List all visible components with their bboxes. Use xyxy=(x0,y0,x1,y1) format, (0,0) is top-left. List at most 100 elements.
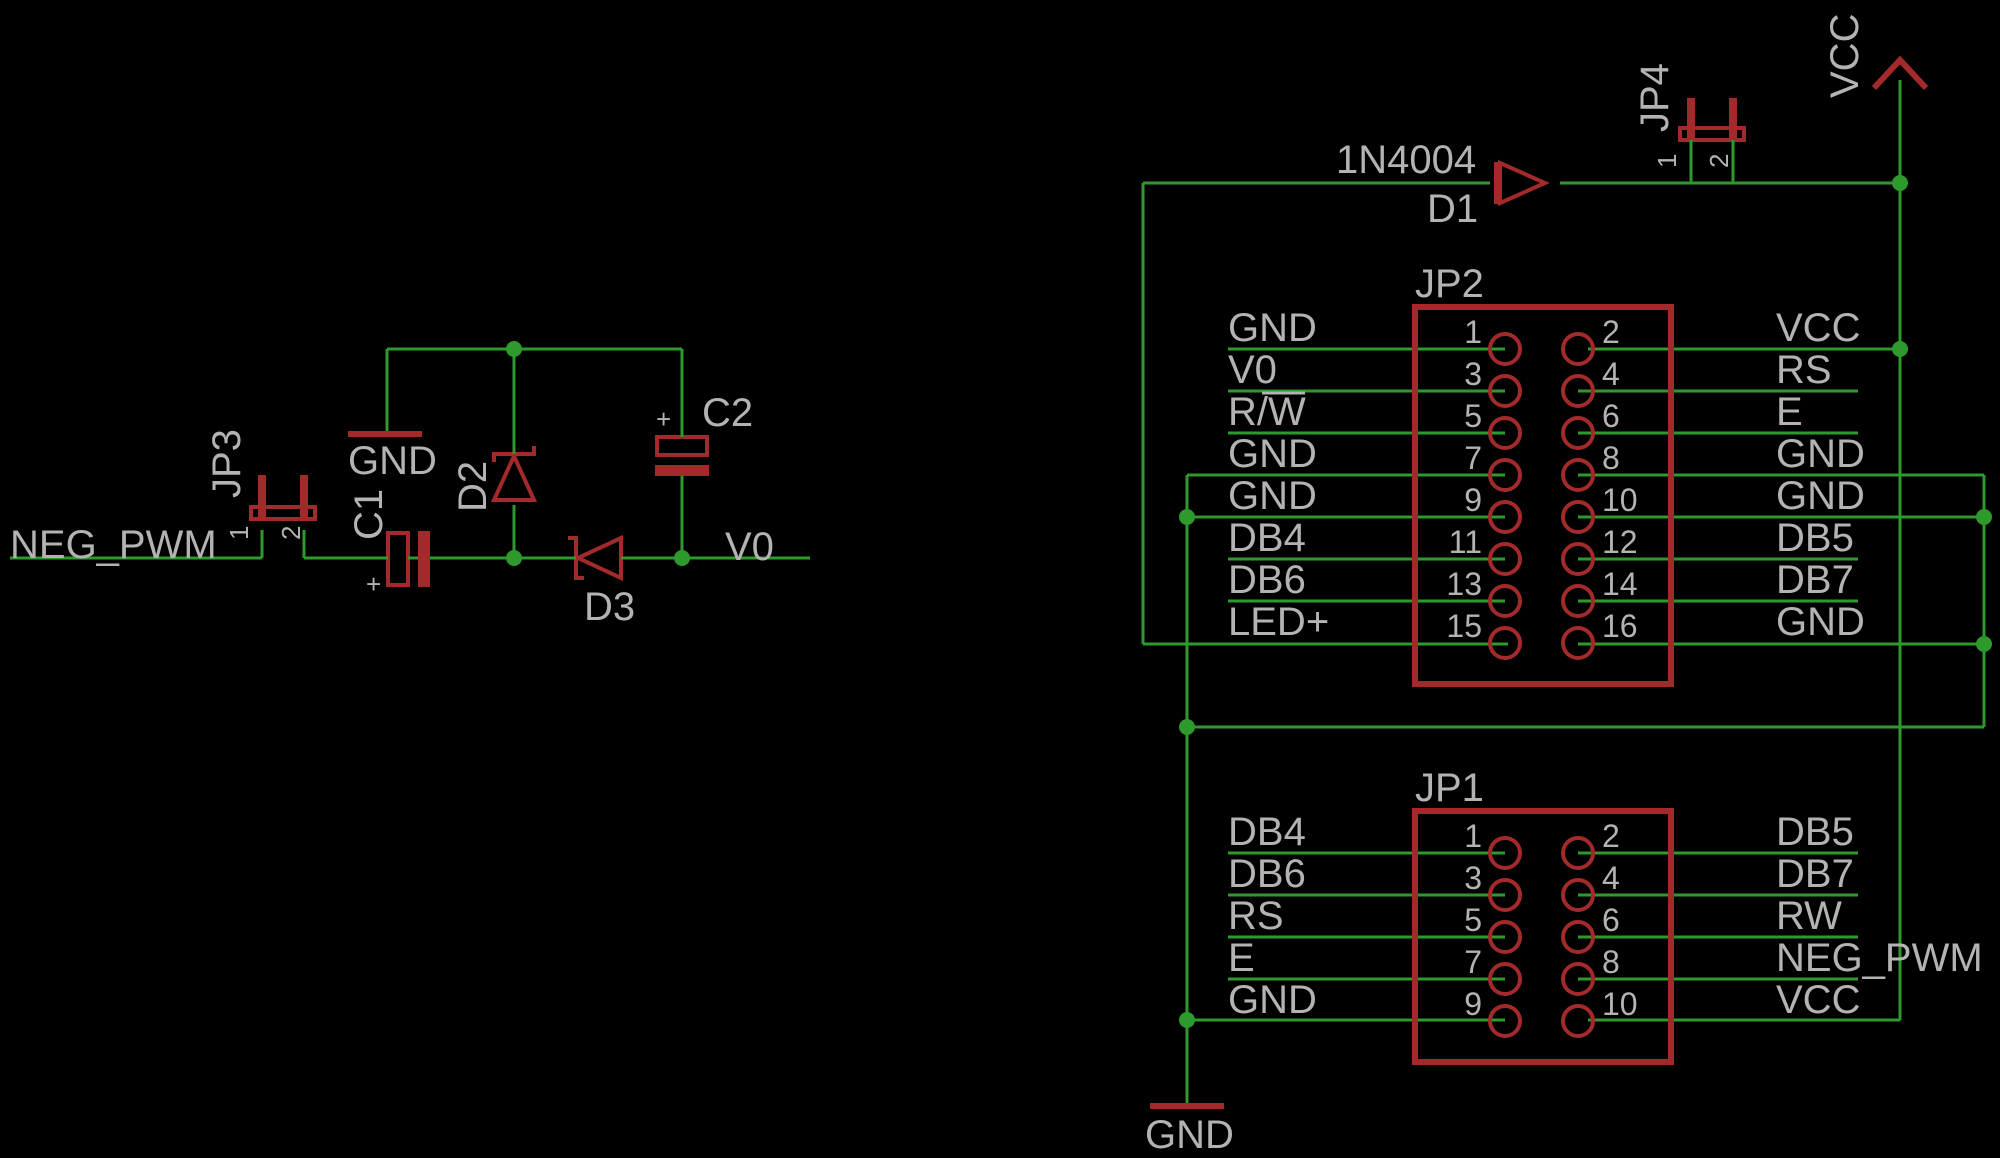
pin-number: 9 xyxy=(1464,482,1482,518)
jp3-pin1: 1 xyxy=(224,526,254,540)
pin-pad xyxy=(1488,542,1522,576)
pin-pad xyxy=(1561,374,1595,408)
pin-label: DB6 xyxy=(1228,558,1306,602)
gnd-label: GND xyxy=(348,439,437,483)
pin-number: 1 xyxy=(1464,314,1482,350)
jp4-pin2: 2 xyxy=(1704,154,1734,168)
pin-label: DB7 xyxy=(1776,558,1854,602)
pin-number: 10 xyxy=(1602,986,1638,1022)
pin-pad xyxy=(1561,878,1595,912)
pin-pad xyxy=(1488,584,1522,618)
pin-pad xyxy=(1561,626,1595,660)
left-circuit: GND JP3 1 2 NEG_PWM C1 + D2 xyxy=(10,341,810,629)
jp2-label: JP2 xyxy=(1415,262,1484,306)
junction-dot xyxy=(506,550,522,566)
vcc-arrow-icon xyxy=(1871,55,1929,91)
c1-capacitor xyxy=(345,531,470,587)
v0-label: V0 xyxy=(725,525,774,569)
pin-number: 7 xyxy=(1464,944,1482,980)
pin-number: 6 xyxy=(1602,398,1620,434)
d1-ref: D1 xyxy=(1427,187,1478,231)
pin-pad xyxy=(1561,836,1595,870)
pin-pad xyxy=(1561,584,1595,618)
pin-pad xyxy=(1488,1004,1522,1038)
pin-label: GND xyxy=(1228,978,1317,1022)
pin-number: 4 xyxy=(1602,356,1620,392)
jp4-label: JP4 xyxy=(1633,63,1677,132)
pin-number: 5 xyxy=(1464,398,1482,434)
pin-pad xyxy=(1561,416,1595,450)
pin-label: GND xyxy=(1776,600,1865,644)
c1-label: C1 xyxy=(347,489,391,540)
pin-number: 11 xyxy=(1449,524,1482,560)
pin-label: DB4 xyxy=(1228,516,1306,560)
pin-pad xyxy=(1488,878,1522,912)
pin-number: 4 xyxy=(1602,860,1620,896)
pin-label: E xyxy=(1776,390,1803,434)
pin-pad xyxy=(1561,920,1595,954)
pin-pad xyxy=(1488,626,1522,660)
d1-value: 1N4004 xyxy=(1336,138,1476,182)
pin-number: 7 xyxy=(1464,440,1482,476)
pin-label: V0 xyxy=(1228,348,1277,392)
pin-label: RW xyxy=(1776,894,1842,938)
jp2-header xyxy=(1412,304,1674,687)
pin-label: GND xyxy=(1228,474,1317,518)
pin-label: RS xyxy=(1228,894,1284,938)
junction-dot xyxy=(674,550,690,566)
pin-label: GND xyxy=(1776,432,1865,476)
jp4-pin1: 1 xyxy=(1652,154,1682,168)
pin-pad xyxy=(1488,416,1522,450)
pin-pad xyxy=(1561,542,1595,576)
gnd-bottom-label: GND xyxy=(1145,1113,1234,1157)
pin-number: 3 xyxy=(1464,356,1482,392)
pin-pad xyxy=(1561,500,1595,534)
pin-label: RS xyxy=(1776,348,1832,392)
c2-label: C2 xyxy=(702,391,753,435)
pin-label: VCC xyxy=(1776,978,1860,1022)
pin-number: 8 xyxy=(1602,944,1620,980)
pin-pad xyxy=(1561,962,1595,996)
pin-label: DB6 xyxy=(1228,852,1306,896)
junction-dot xyxy=(1976,509,1992,525)
pin-number: 10 xyxy=(1602,482,1638,518)
c2-plus: + xyxy=(656,404,671,434)
pin-label: VCC xyxy=(1776,306,1860,350)
junction-dot xyxy=(1976,636,1992,652)
pin-pad xyxy=(1561,1004,1595,1038)
pin-number: 3 xyxy=(1464,860,1482,896)
d1-diode xyxy=(1494,159,1550,207)
pin-pad xyxy=(1488,500,1522,534)
pin-number: 6 xyxy=(1602,902,1620,938)
neg-pwm-label: NEG_PWM xyxy=(10,523,217,567)
pin-label: GND xyxy=(1228,306,1317,350)
pin-label: LED+ xyxy=(1228,600,1329,644)
d3-zener-diode xyxy=(555,534,624,582)
pin-pad xyxy=(1488,962,1522,996)
jp3-label: JP3 xyxy=(205,429,249,498)
pin-number: 8 xyxy=(1602,440,1620,476)
jp3-jumper xyxy=(249,475,317,521)
pin-pad xyxy=(1561,458,1595,492)
d2-label: D2 xyxy=(451,461,495,512)
pin-number: 2 xyxy=(1602,314,1620,350)
pin-label: DB5 xyxy=(1776,516,1854,560)
pin-pad xyxy=(1488,836,1522,870)
pin-pad xyxy=(1488,332,1522,366)
pin-pad xyxy=(1488,920,1522,954)
pin-label: DB7 xyxy=(1776,852,1854,896)
c2-capacitor xyxy=(655,425,709,481)
pin-label: NEG_PWM xyxy=(1776,936,1983,980)
jp1-header xyxy=(1412,808,1674,1065)
right-wires xyxy=(1141,80,1986,1065)
pin-label: DB5 xyxy=(1776,810,1854,854)
pin-label: DB4 xyxy=(1228,810,1306,854)
jp1-label: JP1 xyxy=(1415,766,1484,810)
pin-label: GND xyxy=(1228,432,1317,476)
d2-zener-diode xyxy=(490,438,538,502)
jp3-pin2: 2 xyxy=(276,526,306,540)
